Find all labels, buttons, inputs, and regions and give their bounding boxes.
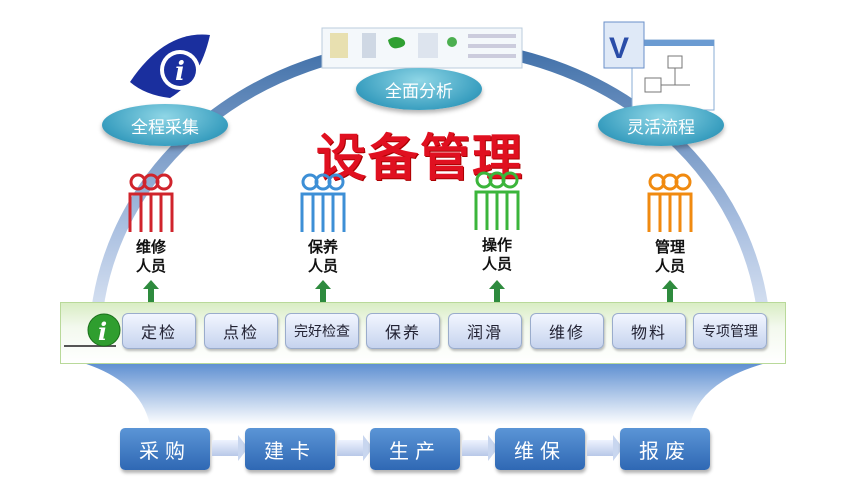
role-label-line1: 保养 — [307, 238, 338, 256]
info-icon: i — [64, 313, 121, 347]
lifecycle-purchase: 采购 — [120, 428, 210, 470]
people-group-icon — [128, 173, 174, 232]
feature-full-collection: 全程采集 — [102, 104, 228, 146]
role-label-line2: 人员 — [654, 257, 685, 275]
function-upkeep: 保养 — [366, 313, 440, 349]
diagram-title: 设备管理 — [316, 129, 524, 187]
people-group-icon — [300, 173, 346, 232]
lifecycle-create-card: 建卡 — [245, 428, 335, 470]
role-label-line1: 操作 — [481, 236, 512, 254]
lifecycle-maintenance: 维保 — [495, 428, 585, 470]
arrow-right-icon — [462, 435, 498, 461]
arrow-up-icon — [143, 280, 159, 302]
role-label-line1: 管理 — [654, 238, 685, 256]
svg-text:i: i — [98, 317, 107, 346]
role-upkeep-staff: 保养 人员 — [288, 172, 358, 276]
role-label-line2: 人员 — [307, 257, 338, 275]
dashboard-thumbnail-icon — [321, 27, 523, 69]
role-label-line1: 维修 — [135, 238, 166, 256]
arrow-right-icon — [212, 435, 248, 461]
role-maintenance-staff: 维修 人员 — [116, 172, 186, 276]
function-lubrication: 润滑 — [448, 313, 522, 349]
arrow-right-icon — [587, 435, 623, 461]
lifecycle-scrap: 报废 — [620, 428, 710, 470]
arrow-right-icon — [337, 435, 373, 461]
function-regular-inspection: 定检 — [122, 313, 196, 349]
feature-full-analysis: 全面分析 — [356, 68, 482, 110]
svg-text:V: V — [609, 32, 629, 65]
svg-text:i: i — [175, 57, 185, 87]
lifecycle-production: 生产 — [370, 428, 460, 470]
function-special-management: 专项管理 — [693, 313, 767, 349]
arrow-up-icon — [489, 280, 505, 302]
feature-flexible-process: 灵活流程 — [598, 104, 724, 146]
arrow-up-icon — [662, 280, 678, 302]
function-spot-check: 点检 — [204, 313, 278, 349]
flowchart-document-icon: V — [603, 21, 715, 111]
role-operating-staff: 操作 人员 — [462, 170, 532, 274]
function-integrity-check: 完好检查 — [285, 313, 359, 349]
people-group-icon — [474, 171, 520, 230]
funnel — [80, 362, 770, 425]
role-label-line2: 人员 — [481, 255, 512, 273]
arrow-up-icon — [315, 280, 331, 302]
role-label-line2: 人员 — [135, 257, 166, 275]
people-group-icon — [647, 173, 693, 232]
eye-info-icon: i — [130, 34, 210, 98]
function-materials: 物料 — [612, 313, 686, 349]
function-repair: 维修 — [530, 313, 604, 349]
role-management-staff: 管理 人员 — [635, 172, 705, 276]
